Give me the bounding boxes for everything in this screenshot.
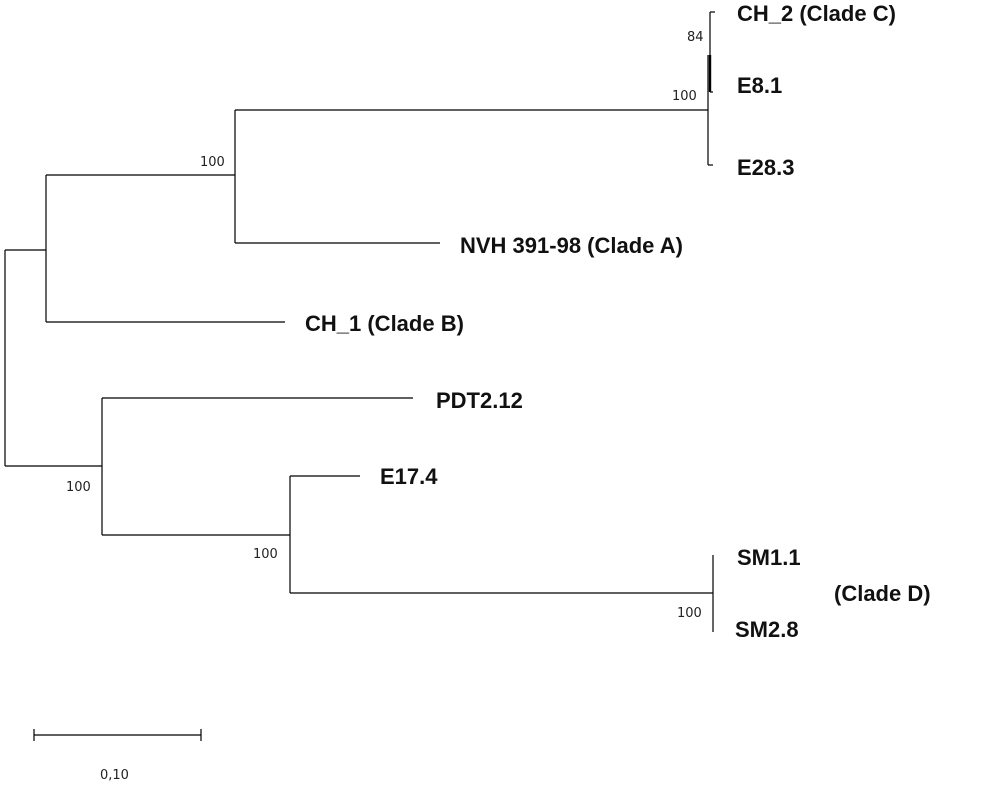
scale-bar: 0,10: [33, 729, 202, 783]
bootstrap-clade-c: 100: [672, 89, 697, 104]
taxon-ch2: CH_2 (Clade C): [737, 1, 896, 26]
taxon-nvh: NVH 391-98 (Clade A): [460, 233, 683, 258]
taxon-e81: E8.1: [737, 73, 782, 98]
clade-d-label: (Clade D): [834, 581, 931, 606]
scale-bar-label: 0,10: [100, 768, 129, 783]
bootstrap-sm-pair: 100: [677, 606, 702, 621]
bootstrap-lower-group: 100: [66, 480, 91, 495]
bootstrap-ch2-e81: 84: [687, 30, 704, 45]
bootstrap-clade-ca: 100: [200, 155, 225, 170]
taxon-pdt: PDT2.12: [436, 388, 523, 413]
taxon-ch1: CH_1 (Clade B): [305, 311, 464, 336]
bootstrap-e17-smgroup: 100: [253, 547, 278, 562]
taxon-sm28: SM2.8: [735, 617, 799, 642]
taxon-e283: E28.3: [737, 155, 795, 180]
taxon-sm11: SM1.1: [737, 545, 801, 570]
taxon-e174: E17.4: [380, 464, 438, 489]
